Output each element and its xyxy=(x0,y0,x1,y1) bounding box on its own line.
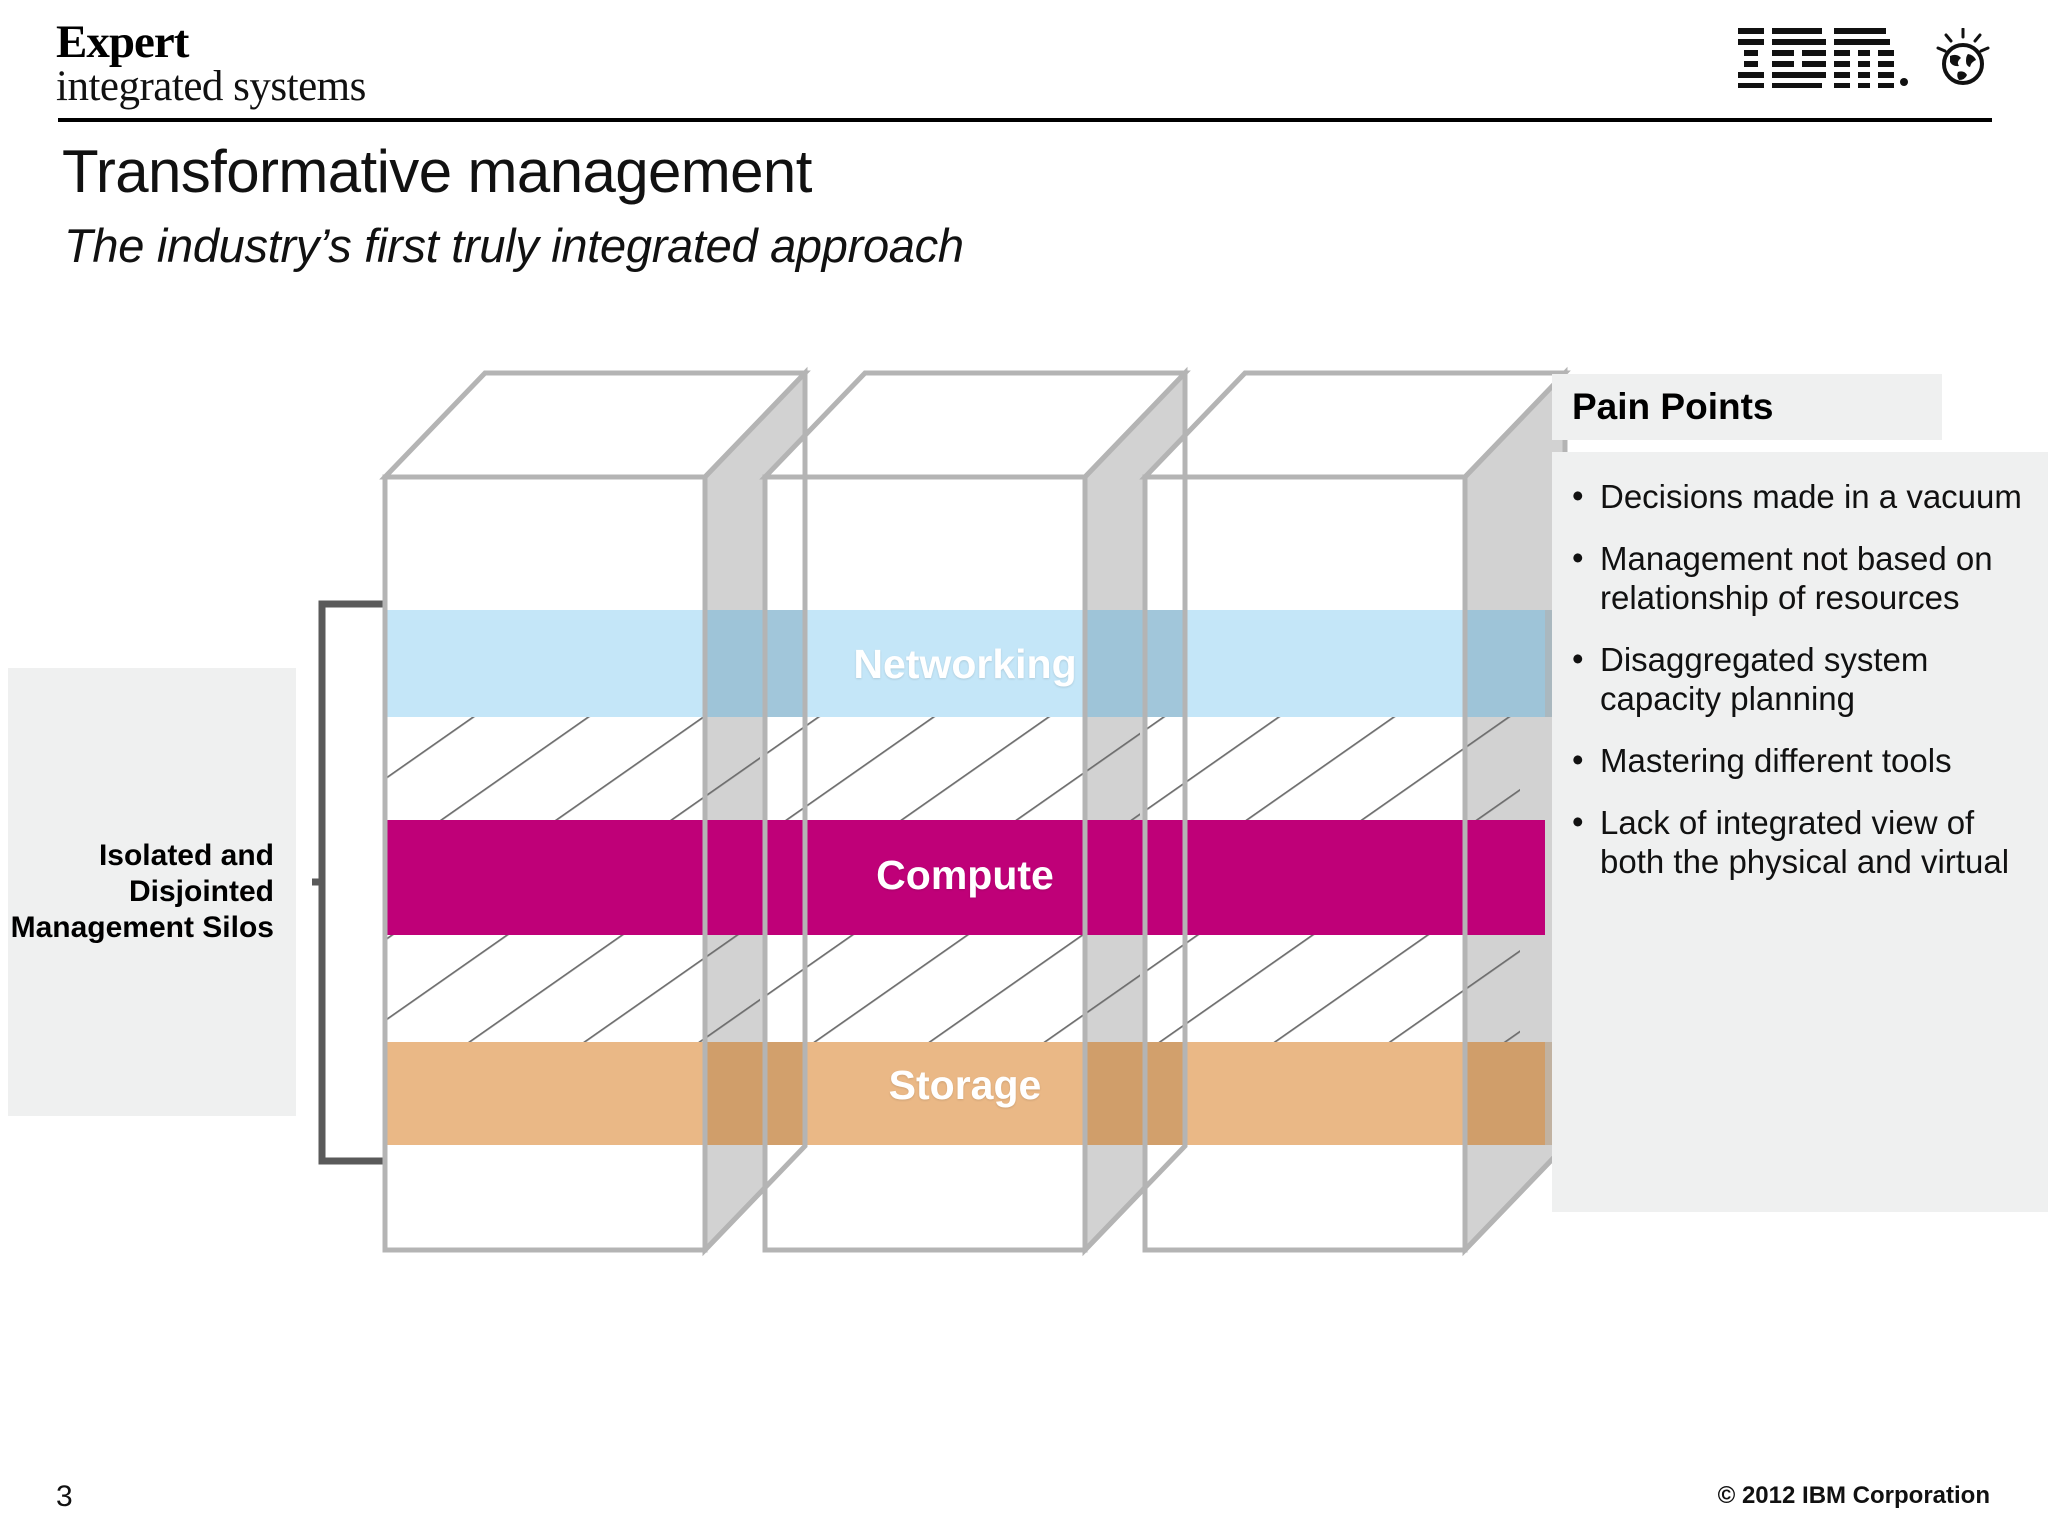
list-item: • Mastering different tools xyxy=(1570,740,2032,781)
brand-name-expert: Expert xyxy=(56,16,189,68)
list-item-text: Management not based on relationship of … xyxy=(1600,539,1993,616)
bullet-glyph: • xyxy=(1572,477,1584,514)
pain-points-title: Pain Points xyxy=(1572,386,1774,427)
bullet-glyph: • xyxy=(1572,802,1584,840)
smarter-planet-globe-icon xyxy=(1936,28,1990,85)
pain-points-panel: • Decisions made in a vacuum • Management … xyxy=(1552,452,2048,1212)
silo-label-text: Isolated and Disjointed Management Silos xyxy=(10,838,274,945)
ibm-wordmark-icon xyxy=(1738,28,1908,88)
list-item-text: Mastering different tools xyxy=(1600,741,1952,779)
list-item: • Lack of integrated view of both the phy… xyxy=(1570,802,2032,882)
list-item: • Disaggregated system capacity planning xyxy=(1570,639,2032,719)
band-label-storage: Storage xyxy=(888,1062,1042,1108)
silo-bracket-icon xyxy=(312,600,398,1165)
bullet-glyph: • xyxy=(1572,639,1584,677)
silo-box-2 xyxy=(759,366,1191,1257)
brand-name-integrated-systems: integrated systems xyxy=(56,63,366,111)
silo-label-box: Isolated and Disjointed Management Silos xyxy=(8,668,296,1116)
list-item-text: Disaggregated system capacity planning xyxy=(1600,640,1929,717)
bullet-glyph: • xyxy=(1572,538,1584,576)
copyright-notice: © 2012 IBM Corporation xyxy=(1717,1482,1990,1509)
ibm-logo xyxy=(1738,26,1992,88)
list-item: • Decisions made in a vacuum xyxy=(1570,477,2032,517)
slide-number: 3 xyxy=(56,1480,73,1513)
list-item: • Management not based on relationship of… xyxy=(1570,538,2032,618)
list-item-text: Decisions made in a vacuum xyxy=(1600,478,2022,515)
page-title: Transformative management xyxy=(62,138,812,205)
silo-box-1 xyxy=(379,366,811,1257)
page-subtitle: The industry’s first truly integrated ap… xyxy=(64,219,964,272)
band-label-networking: Networking xyxy=(853,641,1077,687)
pain-points-title-box: Pain Points xyxy=(1552,374,1942,440)
bullet-glyph: • xyxy=(1572,740,1584,778)
band-label-compute: Compute xyxy=(876,852,1054,898)
list-item-text: Lack of integrated view of both the phys… xyxy=(1600,803,2010,880)
silo-box-3 xyxy=(1139,366,1571,1257)
box-outlines-overlay xyxy=(382,373,1568,1253)
header-divider xyxy=(58,118,1992,122)
pain-points-list: • Decisions made in a vacuum • Management … xyxy=(1552,452,2048,882)
brand-lockup: Expert integrated systems xyxy=(56,16,476,111)
